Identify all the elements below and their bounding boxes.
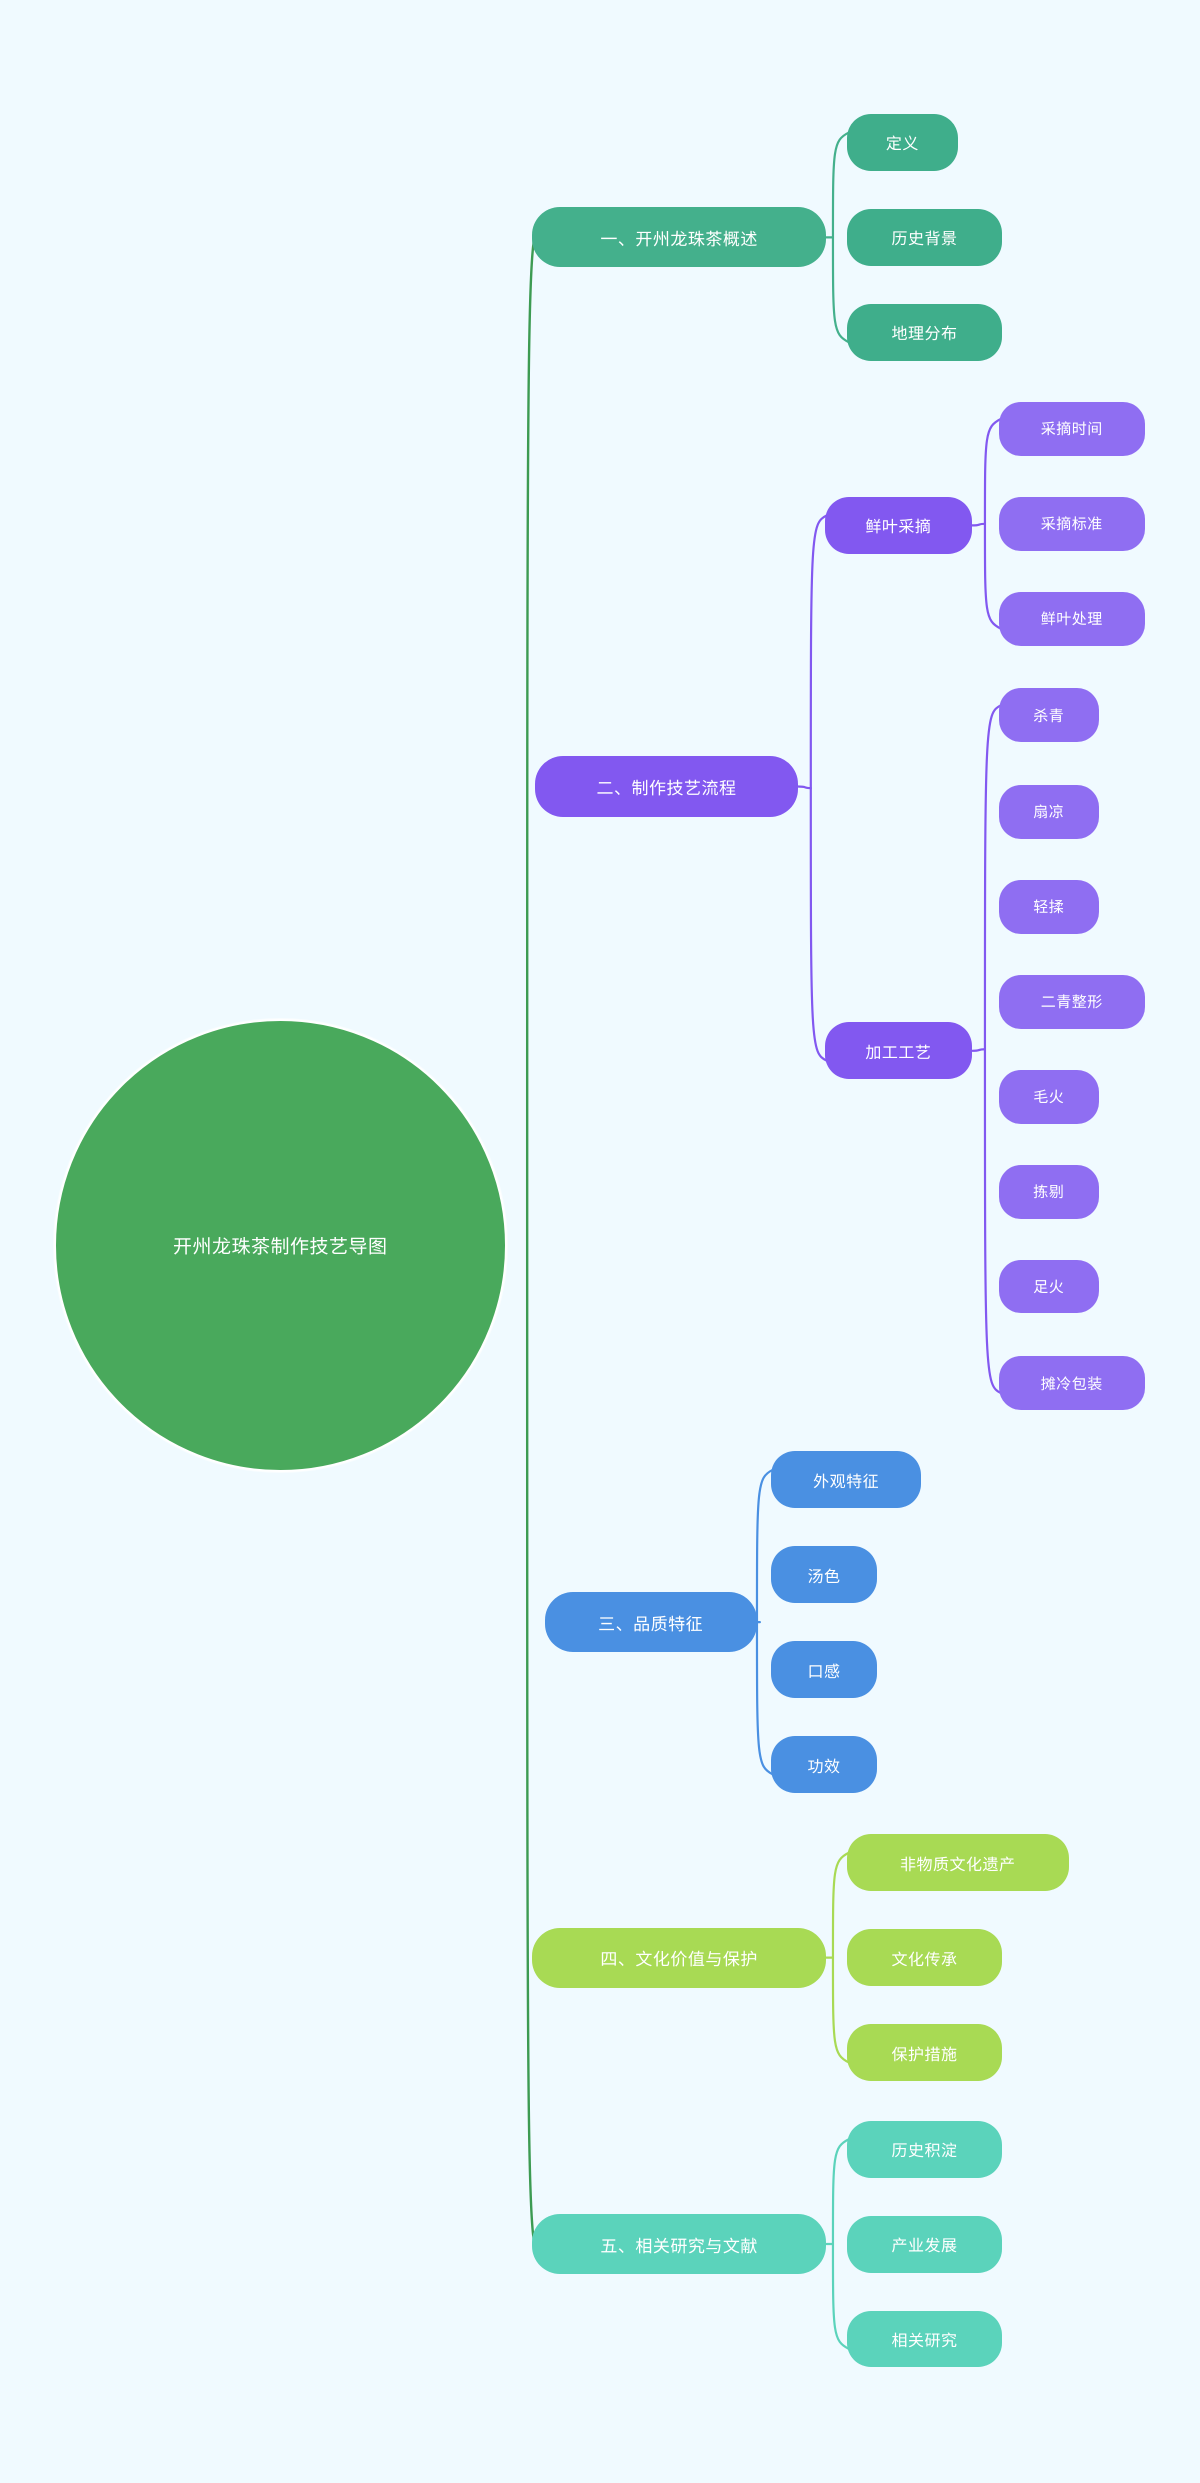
leaf-node-3-2[interactable]: 汤色 <box>770 1546 878 1604</box>
leaf-node-4-2[interactable]: 文化传承 <box>846 1929 1003 1987</box>
leaf-node-2-2-3[interactable]: 轻揉 <box>998 879 1099 934</box>
subbranch-node-2-1[interactable]: 鲜叶采摘 <box>824 496 973 554</box>
leaf-node-3-3[interactable]: 口感 <box>770 1641 878 1699</box>
root-node[interactable]: 开州龙珠茶制作技艺导图 <box>53 1019 507 1472</box>
leaf-node-2-2-6[interactable]: 拣剔 <box>998 1164 1099 1219</box>
leaf-node-2-1-3[interactable]: 鲜叶处理 <box>998 591 1145 646</box>
leaf-node-1-2[interactable]: 历史背景 <box>846 208 1003 266</box>
subbranch-node-2-2[interactable]: 加工工艺 <box>824 1022 973 1080</box>
branch-node-3[interactable]: 三、品质特征 <box>544 1592 757 1653</box>
leaf-node-3-1[interactable]: 外观特征 <box>770 1451 922 1509</box>
leaf-node-1-3[interactable]: 地理分布 <box>846 303 1003 361</box>
leaf-node-2-1-1[interactable]: 采摘时间 <box>998 401 1145 456</box>
leaf-node-5-3[interactable]: 相关研究 <box>846 2310 1003 2368</box>
leaf-node-2-2-8[interactable]: 摊冷包装 <box>998 1356 1145 1411</box>
branch-node-2[interactable]: 二、制作技艺流程 <box>535 756 798 817</box>
leaf-node-2-2-4[interactable]: 二青整形 <box>998 974 1145 1029</box>
leaf-node-4-3[interactable]: 保护措施 <box>846 2024 1003 2082</box>
leaf-node-5-1[interactable]: 历史积淀 <box>846 2120 1003 2178</box>
leaf-node-2-2-2[interactable]: 扇凉 <box>998 784 1099 839</box>
leaf-node-3-4[interactable]: 功效 <box>770 1736 878 1793</box>
branch-node-1[interactable]: 一、开州龙珠茶概述 <box>531 207 827 268</box>
leaf-node-4-1[interactable]: 非物质文化遗产 <box>846 1834 1069 1892</box>
branch-node-4[interactable]: 四、文化价值与保护 <box>531 1927 827 1988</box>
leaf-node-2-2-7[interactable]: 足火 <box>998 1259 1099 1314</box>
leaf-node-2-2-1[interactable]: 杀青 <box>998 688 1099 743</box>
leaf-node-1-1[interactable]: 定义 <box>846 113 958 171</box>
leaf-node-2-1-2[interactable]: 采摘标准 <box>998 496 1145 551</box>
leaf-node-5-2[interactable]: 产业发展 <box>846 2215 1003 2273</box>
leaf-node-2-2-5[interactable]: 毛火 <box>998 1069 1099 1124</box>
branch-node-5[interactable]: 五、相关研究与文献 <box>531 2213 827 2275</box>
